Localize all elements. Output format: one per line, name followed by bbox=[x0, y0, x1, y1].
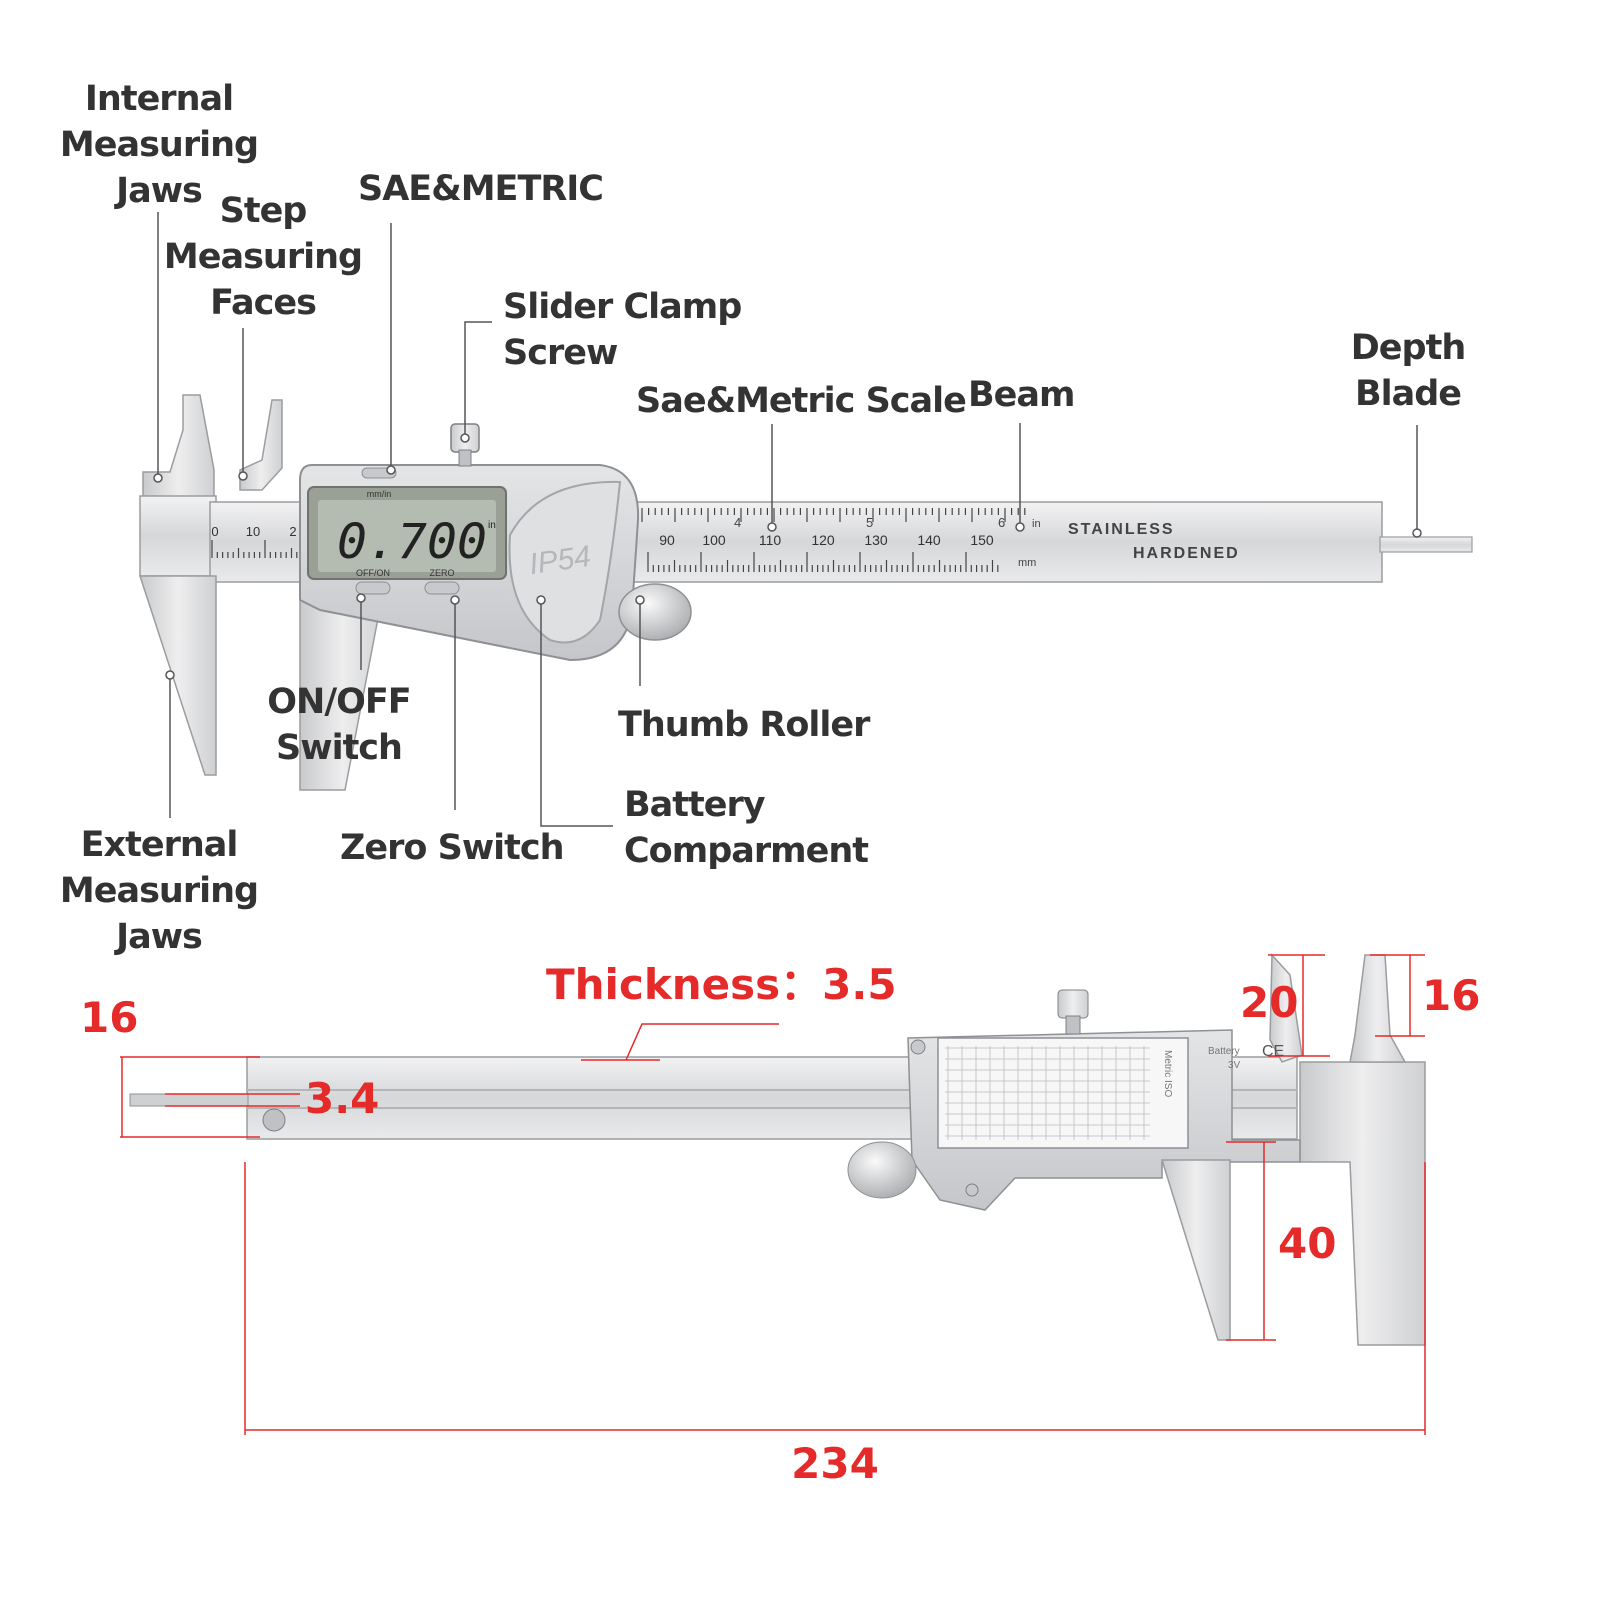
thumb-roller[interactable] bbox=[618, 583, 692, 641]
label-sae-metric: SAE&METRIC bbox=[358, 169, 604, 209]
back-ce: CE bbox=[1262, 1043, 1284, 1060]
inch-tick-4: 4 bbox=[734, 515, 741, 530]
depth-blade-back bbox=[129, 1093, 249, 1107]
mm-tick: 120 bbox=[811, 532, 835, 548]
label-battery: Battery Comparment bbox=[624, 785, 869, 871]
lcd-unit: in bbox=[488, 520, 496, 531]
dim-depth-blade-width: 16 bbox=[80, 993, 139, 1042]
back-voltage: 3V bbox=[1228, 1060, 1241, 1071]
thumb-roller-back[interactable] bbox=[847, 1141, 917, 1199]
back-label bbox=[937, 1037, 1189, 1149]
label-beam: Beam bbox=[968, 375, 1076, 415]
back-table-title: Metric ISO bbox=[1162, 1050, 1173, 1097]
unit-button-label: mm/in bbox=[367, 489, 392, 499]
bottom-caliper bbox=[129, 953, 1426, 1346]
zero-button[interactable] bbox=[424, 581, 460, 595]
mm-tick: 90 bbox=[659, 532, 675, 548]
label-thumb-roller: Thumb Roller bbox=[618, 705, 870, 745]
jaw-scale-tick: 10 bbox=[246, 524, 260, 539]
dim-total-length: 234 bbox=[791, 1439, 879, 1488]
label-internal-jaws: Internal Measuring Jaws bbox=[59, 79, 259, 211]
depth-blade bbox=[1379, 536, 1473, 553]
leader-lines bbox=[153, 212, 1422, 827]
clamp-screw-back[interactable] bbox=[1057, 989, 1089, 1019]
label-external-jaws: External Measuring Jaws bbox=[59, 825, 259, 957]
mm-tick: 100 bbox=[702, 532, 726, 548]
mm-unit: mm bbox=[1018, 557, 1036, 569]
zero-label: ZERO bbox=[429, 568, 454, 578]
dim-depth-blade-thickness: 3.4 bbox=[305, 1074, 380, 1123]
device-text: mm/in 0.700 in OFF/ON ZERO IP54 STAINLES… bbox=[211, 489, 1284, 1097]
off-on-label: OFF/ON bbox=[356, 568, 390, 578]
internal-jaw-fixed bbox=[142, 394, 215, 498]
label-slider-clamp: Slider Clamp Screw bbox=[503, 287, 742, 373]
mm-tick: 130 bbox=[864, 532, 888, 548]
jaw-scale-tick: 2 bbox=[289, 524, 296, 539]
lcd-screen bbox=[318, 500, 496, 572]
dim-outer-jaw: 40 bbox=[1278, 1219, 1337, 1268]
beam-stainless: STAINLESS bbox=[1068, 521, 1175, 538]
dim-inner-jaw: 16 bbox=[1422, 971, 1481, 1020]
on-off-button[interactable] bbox=[355, 581, 391, 595]
beam-hardened: HARDENED bbox=[1133, 545, 1240, 562]
inner-jaw-fixed-back bbox=[1349, 954, 1407, 1063]
mm-tick: 150 bbox=[970, 532, 994, 548]
internal-jaw-sliding bbox=[239, 399, 283, 491]
dimension-lines bbox=[120, 954, 1426, 1435]
dim-step-height: 20 bbox=[1240, 978, 1299, 1027]
fixed-head-back bbox=[1299, 1061, 1426, 1346]
back-battery: Battery bbox=[1208, 1046, 1240, 1057]
label-scale: Sae&Metric Scale bbox=[636, 381, 967, 421]
label-on-off: ON/OFF Switch bbox=[267, 682, 411, 768]
outer-jaw-sliding-back bbox=[1160, 1159, 1231, 1341]
label-step-faces: Step Measuring Faces bbox=[163, 191, 363, 323]
inner-jaw-sliding-back bbox=[1269, 953, 1303, 1063]
jaw-scale-tick: 0 bbox=[211, 524, 218, 539]
fixed-head bbox=[139, 495, 217, 577]
external-jaw-fixed bbox=[138, 575, 217, 776]
label-zero-switch: Zero Switch bbox=[340, 828, 565, 868]
label-depth-blade: Depth Blade bbox=[1350, 328, 1466, 414]
top-caliper bbox=[138, 394, 1473, 791]
inch-tick-5: 5 bbox=[866, 515, 873, 530]
mm-tick: 140 bbox=[917, 532, 941, 548]
lcd-reading: 0.700 bbox=[337, 514, 487, 570]
mm-tick: 110 bbox=[759, 532, 782, 548]
inch-tick-6: 6 bbox=[998, 515, 1005, 530]
dim-thickness: Thickness：3.5 bbox=[546, 960, 897, 1009]
inch-unit: in bbox=[1032, 518, 1041, 530]
